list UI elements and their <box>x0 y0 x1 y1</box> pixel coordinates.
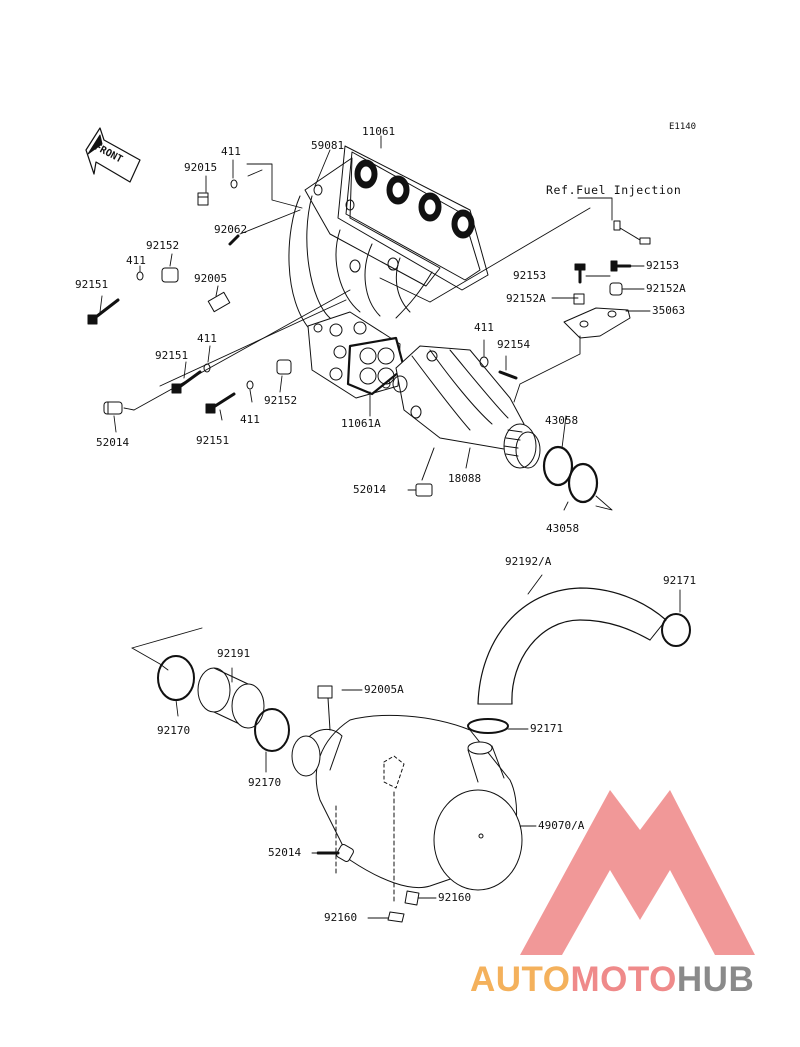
part-label-411-e: 411 <box>474 321 494 334</box>
part-label-92152A-b: 92152A <box>646 282 686 295</box>
part-label-92154: 92154 <box>497 338 531 351</box>
pad-92160-a-icon <box>404 890 420 906</box>
part-label-92015: 92015 <box>184 161 218 174</box>
part-label-52014-c: 52014 <box>268 846 302 859</box>
part-label-11061A: 11061A <box>341 417 381 430</box>
automotohub-logo-icon <box>520 790 755 955</box>
part-label-92151-c: 92151 <box>196 434 230 447</box>
part-label-92153-b: 92153 <box>646 259 680 272</box>
part-label-92152-a: 92152 <box>146 239 180 252</box>
washer-411-b-icon <box>136 271 144 281</box>
bolt-92015-icon <box>197 192 209 206</box>
fitting-92005A-icon <box>317 685 333 731</box>
part-label-18088: 18088 <box>448 472 482 485</box>
bolt-92151-c-icon <box>205 392 236 414</box>
part-label-92192A: 92192/A <box>505 555 552 568</box>
part-label-411-c: 411 <box>197 332 217 345</box>
part-label-92160-b: 92160 <box>324 911 358 924</box>
clamp-92171-b <box>467 718 509 734</box>
stud-92062-icon <box>228 234 240 246</box>
plug-92005-icon <box>207 291 231 313</box>
pad-92160-b-icon <box>387 911 405 923</box>
fitting-52014-c-icon <box>316 844 354 862</box>
part-label-411-d: 411 <box>240 413 260 426</box>
part-label-92151-b: 92151 <box>155 349 189 362</box>
hose-92191 <box>197 667 265 729</box>
part-label-92160-a: 92160 <box>438 891 472 904</box>
collar-92152A-a-icon <box>573 293 585 305</box>
part-label-35063: 35063 <box>652 304 686 317</box>
part-label-11061: 11061 <box>362 125 396 138</box>
part-label-92171-b: 92171 <box>530 722 564 735</box>
automotohub-watermark: AUTOMOTOHUB <box>470 960 754 1000</box>
clamp-92171-a <box>661 613 691 647</box>
collar-92152-b-icon <box>276 359 292 375</box>
part-label-92171-a: 92171 <box>663 574 697 587</box>
bolt-92154-icon <box>498 370 518 380</box>
reference-note: Ref.Fuel Injection <box>546 183 682 197</box>
bracket-35063 <box>563 307 631 339</box>
watermark-moto: MOTO <box>570 960 677 999</box>
leader-lines <box>99 135 681 919</box>
washer-411-a-icon <box>230 179 238 189</box>
part-label-92005: 92005 <box>194 272 228 285</box>
part-label-59081: 59081 <box>311 139 345 152</box>
part-label-92170-a: 92170 <box>157 724 191 737</box>
o-ring-43058-a <box>542 445 574 487</box>
fuel-injection-sensor-icon <box>613 220 651 245</box>
fitting-52014-b-icon <box>415 447 435 497</box>
part-label-92062: 92062 <box>214 223 248 236</box>
part-label-92191: 92191 <box>217 647 251 660</box>
bolt-92151-a-icon <box>87 298 120 325</box>
diagram-code: E1140 <box>669 122 697 132</box>
watermark-auto: AUTO <box>470 960 571 999</box>
part-label-52014-a: 52014 <box>96 436 130 449</box>
bolt-92153-b-icon <box>610 260 632 272</box>
o-ring-43058-b <box>567 462 599 504</box>
part-label-52014-b: 52014 <box>353 483 387 496</box>
part-label-92152A-a: 92152A <box>506 292 546 305</box>
collar-92152-a-icon <box>161 267 179 283</box>
silencer-49070A <box>291 714 523 905</box>
part-label-92005A: 92005A <box>364 683 404 696</box>
bolt-92153-a-icon <box>574 263 586 284</box>
part-label-92152-b: 92152 <box>264 394 298 407</box>
part-label-92153-a: 92153 <box>513 269 547 282</box>
collar-92152A-b-icon <box>609 282 623 296</box>
gasket-11061A <box>346 336 406 396</box>
front-arrow-icon <box>85 127 141 183</box>
bolt-92151-b-icon <box>171 370 202 394</box>
exhaust-pipe-18088 <box>392 345 541 469</box>
part-label-411-b: 411 <box>126 254 146 267</box>
watermark-hub: HUB <box>676 960 755 999</box>
part-label-92170-b: 92170 <box>248 776 282 789</box>
clamp-92170-b <box>254 708 290 752</box>
part-label-92151-a: 92151 <box>75 278 109 291</box>
washer-411-e-icon <box>479 356 489 368</box>
part-label-49070A: 49070/A <box>538 819 585 832</box>
hose-92192A <box>477 587 667 705</box>
exhaust-manifold <box>288 145 489 333</box>
part-label-43058-a: 43058 <box>545 414 579 427</box>
washer-411-d-icon <box>246 380 254 390</box>
part-label-43058-b: 43058 <box>546 522 580 535</box>
part-label-411-a: 411 <box>221 145 241 158</box>
clamp-92170-a <box>157 655 195 701</box>
fitting-52014-a-icon <box>103 401 123 415</box>
